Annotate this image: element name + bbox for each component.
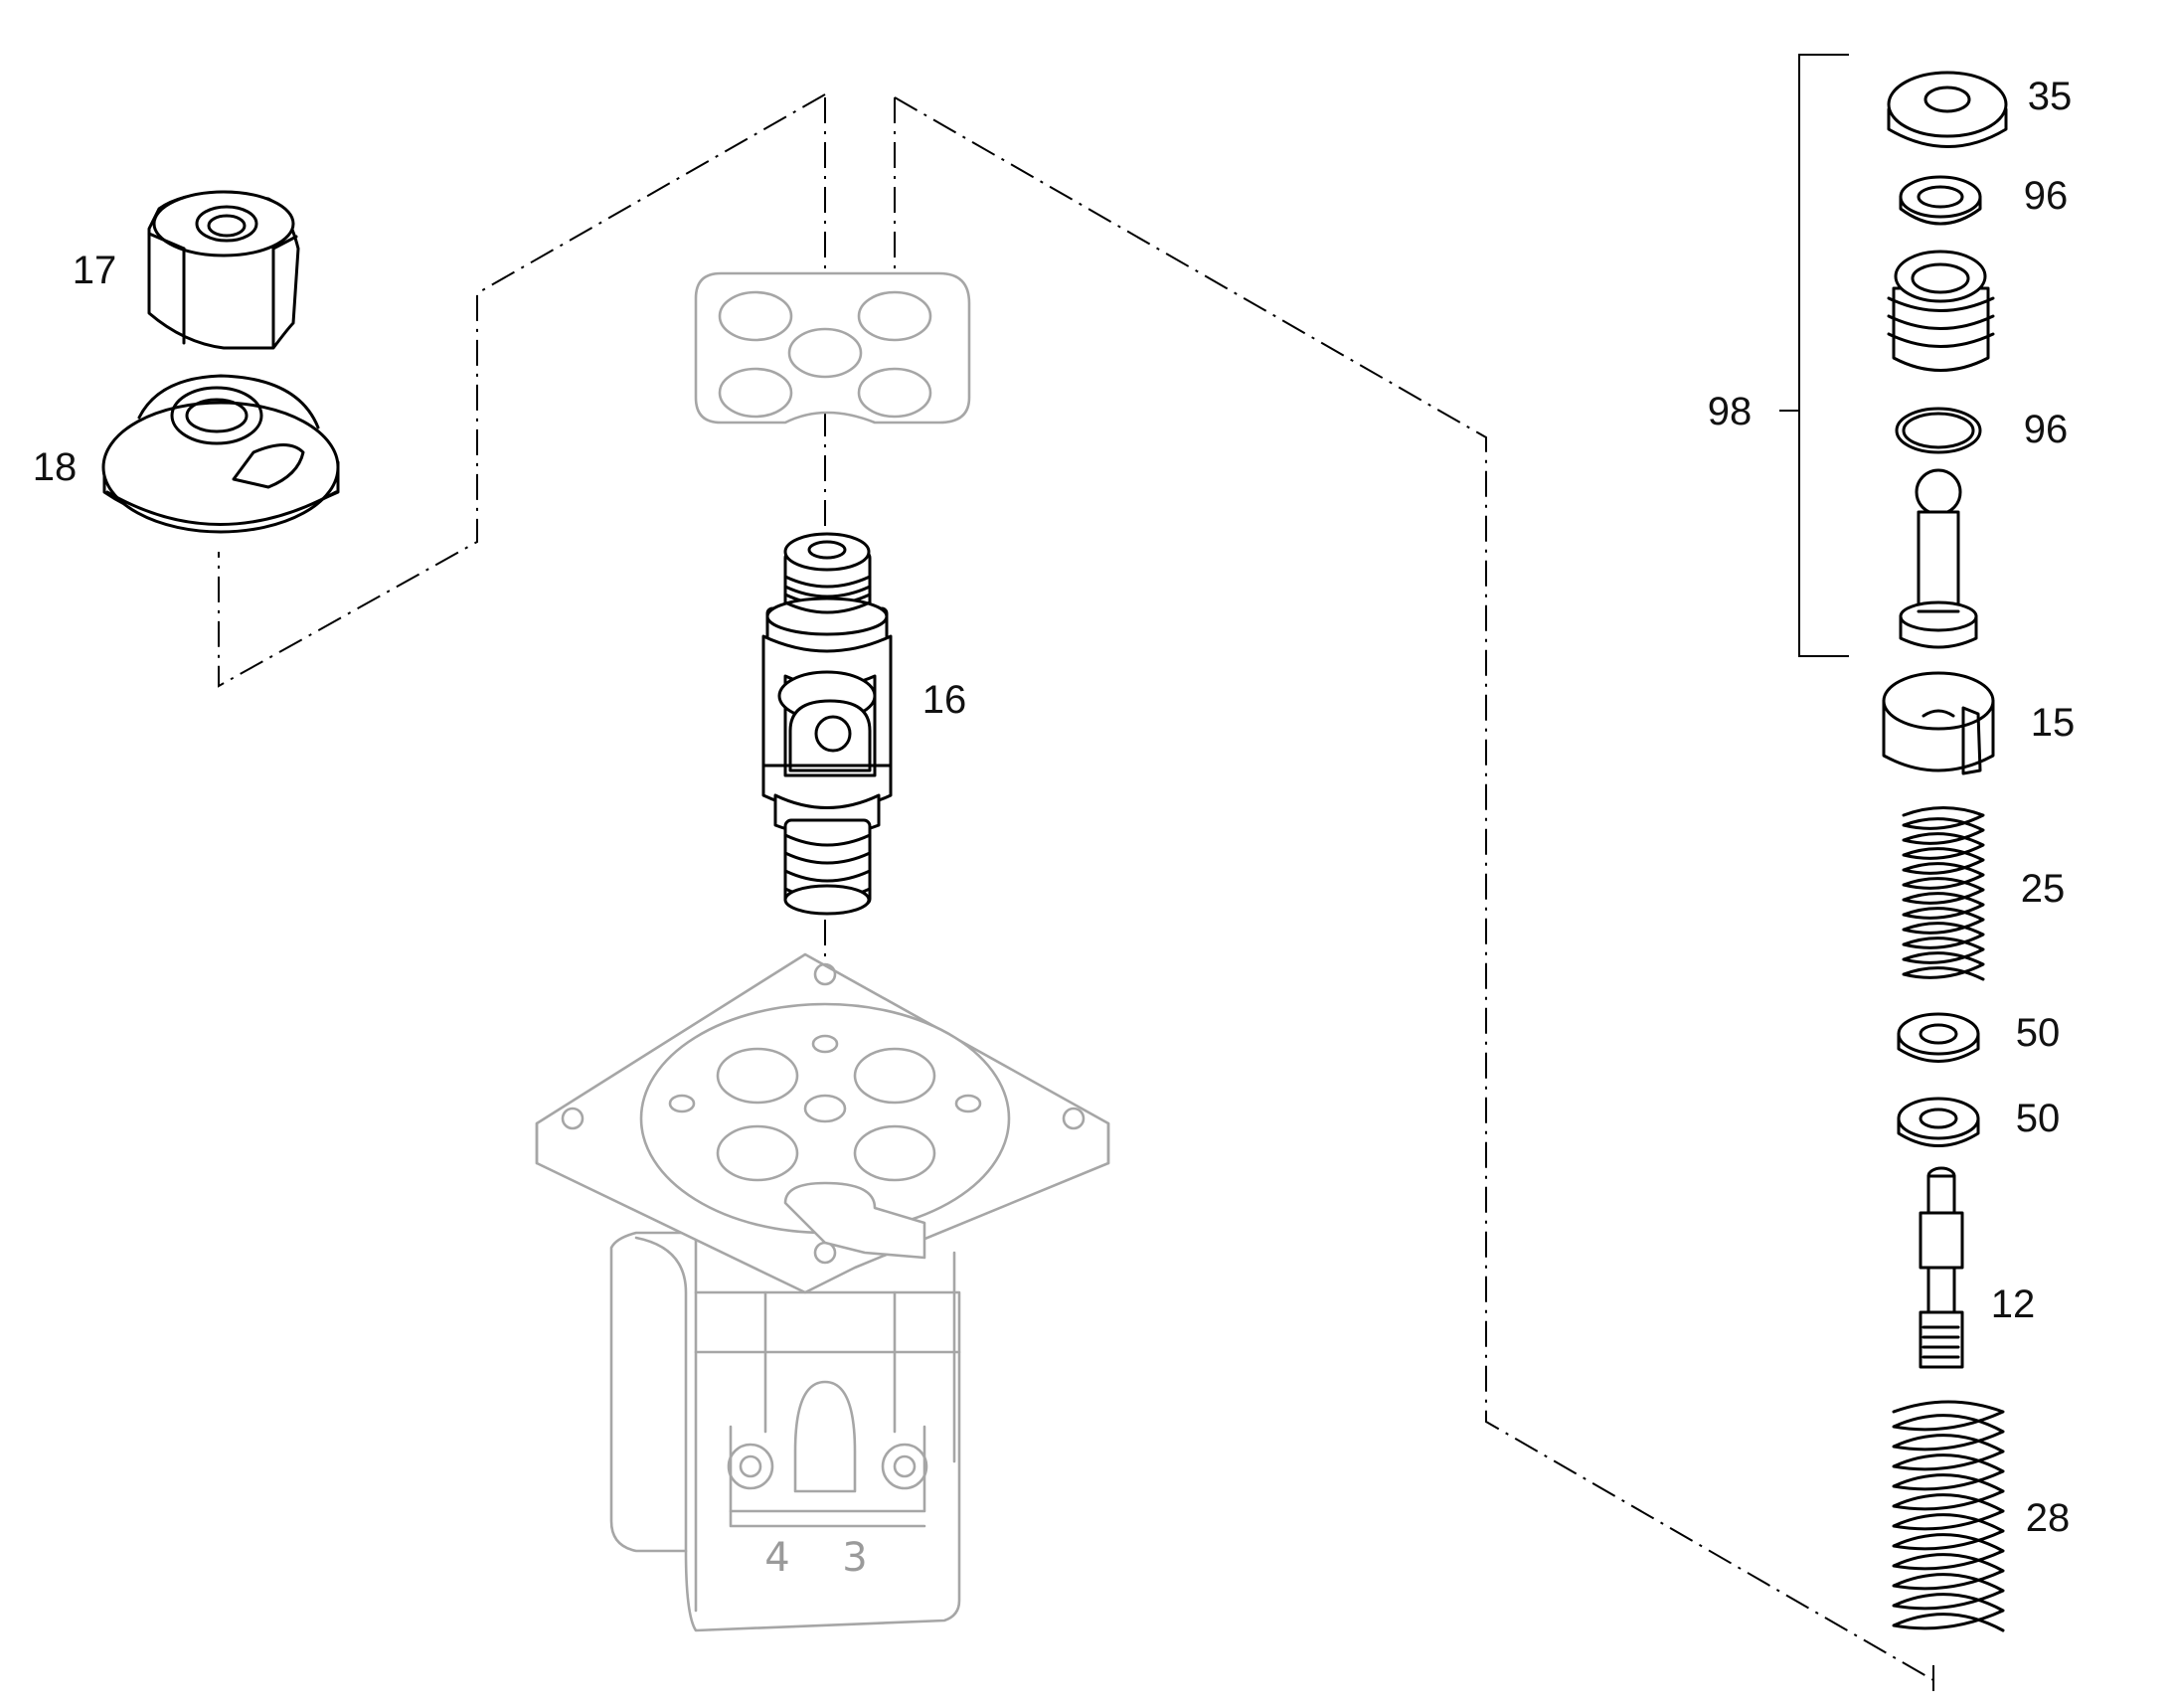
callout-18: 18 [33,445,78,489]
pump-housing: 4 3 [535,952,1110,1632]
hex-nut-part-17 [147,190,300,350]
callout-15: 15 [2031,701,2076,745]
spring-part-25 [1902,806,1985,981]
universal-joint-part-16 [761,532,893,916]
port-plate [694,271,971,425]
spring-part-28 [1892,1400,2005,1632]
washer-part-50-lower [1897,1097,1980,1147]
callout-28: 28 [2026,1496,2071,1540]
callout-50-lower: 50 [2016,1097,2061,1140]
callout-labels: 17 18 16 35 96 98 96 15 25 50 50 12 28 [33,75,2076,1540]
callout-96-upper: 96 [2024,174,2069,218]
plunger [1899,468,1978,649]
pin-part-12 [1919,1166,1964,1369]
kit-bracket-98 [1779,54,1849,657]
callout-12: 12 [1991,1282,2036,1326]
o-ring-part-96-lower [1895,407,1982,454]
housing-cast-mark-4: 4 [764,1535,789,1581]
housing-cast-mark-3: 3 [842,1535,867,1581]
washer-part-50-upper [1897,1012,1980,1063]
callout-98: 98 [1708,390,1753,433]
callout-25: 25 [2021,867,2066,911]
valve-seat [1887,250,1995,372]
cap-part-35 [1887,71,2008,148]
assembly-guide-lines [218,93,1934,1695]
washer-part-96-upper [1899,175,1982,226]
callout-96-lower: 96 [2024,408,2069,451]
callout-50-upper: 50 [2016,1011,2061,1055]
callout-17: 17 [73,249,117,292]
callout-16: 16 [922,678,967,722]
sleeve-part-15 [1882,671,1995,775]
cap-washer-part-18 [101,374,340,534]
callout-35: 35 [2028,75,2073,118]
